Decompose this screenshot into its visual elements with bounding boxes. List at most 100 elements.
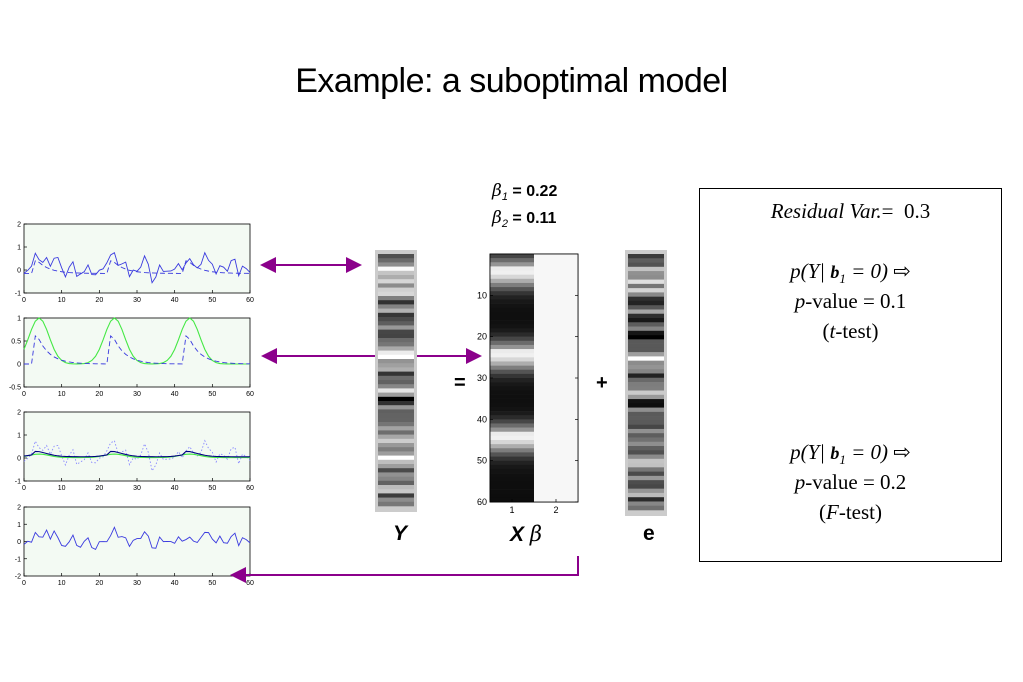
image-row	[628, 382, 664, 387]
matrix-cell	[490, 373, 534, 379]
arrow-e-to-residuals	[230, 556, 579, 583]
image-row	[628, 254, 664, 259]
y-tick-label: -1	[15, 479, 21, 486]
image-row	[628, 322, 664, 327]
image-row	[378, 443, 414, 448]
image-row	[628, 407, 664, 413]
matrix-cell	[490, 452, 534, 457]
image-row	[628, 399, 664, 404]
t-pvalue: p-value = 0.1	[794, 289, 907, 313]
plot-area	[23, 317, 251, 388]
t-hypothesis: p(Y| b1 = 0) ⇨	[790, 259, 911, 287]
image-row	[628, 433, 664, 438]
image-row	[378, 317, 414, 322]
image-row	[378, 472, 414, 477]
image-row	[378, 270, 414, 276]
matrix-y-tick-label: 30	[477, 373, 487, 383]
matrix-cell	[490, 435, 534, 441]
matrix-cell	[490, 386, 534, 391]
image-row	[378, 321, 414, 326]
image-row	[628, 488, 664, 494]
image-row	[628, 377, 664, 383]
image-row	[378, 333, 414, 339]
matrix-cell	[490, 291, 534, 296]
image-row	[378, 342, 414, 347]
image-row	[628, 480, 664, 485]
image-row	[378, 354, 414, 360]
image-row	[378, 451, 414, 456]
matrix-cell	[490, 485, 534, 490]
y-tick-label: 0.5	[11, 339, 21, 346]
matrix-x-tick-label: 1	[509, 505, 514, 515]
image-row	[628, 335, 664, 340]
image-row	[628, 300, 664, 306]
image-row	[628, 347, 664, 353]
image-row	[378, 426, 414, 431]
image-row	[628, 450, 664, 455]
matrix-cell	[490, 394, 534, 399]
y-tick-label: 2	[17, 410, 21, 417]
matrix-cell	[490, 448, 534, 453]
matrix-cell	[490, 398, 534, 404]
f-pvalue: p-value = 0.2	[794, 470, 907, 494]
image-row	[628, 369, 664, 374]
x-tick-label: 30	[133, 485, 141, 492]
x-tick-label: 20	[95, 391, 103, 398]
image-row	[378, 338, 414, 343]
image-row	[628, 475, 664, 481]
matrix-cell	[490, 423, 534, 428]
plot-area	[23, 506, 251, 577]
matrix-cell	[490, 287, 534, 292]
image-row	[628, 467, 664, 472]
matrix-cell	[490, 262, 534, 267]
x-tick-label: 40	[171, 580, 179, 587]
image-row	[378, 480, 414, 486]
image-row	[628, 318, 664, 323]
image-row	[628, 364, 664, 370]
matrix-cell	[490, 406, 534, 412]
image-row	[628, 262, 664, 268]
y-tick-label: -1	[15, 556, 21, 563]
image-row	[628, 394, 664, 400]
matrix-cell	[490, 419, 534, 424]
y-tick-label: 0	[17, 539, 21, 546]
matrix-cell	[490, 295, 534, 300]
matrix-cell	[490, 444, 534, 449]
image-row	[628, 258, 664, 263]
image-row	[628, 309, 664, 315]
image-row	[378, 371, 414, 377]
image-row	[628, 416, 664, 421]
image-row	[628, 266, 664, 272]
image-row	[628, 356, 664, 361]
image-row	[378, 438, 414, 444]
image-row	[378, 430, 414, 435]
image-row	[378, 401, 414, 406]
x-tick-label: 50	[208, 580, 216, 587]
image-row	[628, 283, 664, 289]
y-tick-label: 0	[17, 456, 21, 463]
image-row	[378, 291, 414, 297]
image-row	[378, 434, 414, 440]
matrix-y-tick-label: 10	[477, 290, 487, 300]
y-tick-label: 1	[17, 316, 21, 323]
image-row	[378, 417, 414, 423]
y-tick-label: 2	[17, 222, 21, 229]
image-row	[378, 363, 414, 368]
x-tick-label: 40	[171, 391, 179, 398]
label-x-beta: X β	[510, 522, 542, 546]
image-row	[378, 447, 414, 452]
image-row	[378, 346, 414, 351]
image-row	[378, 350, 414, 356]
image-row	[378, 455, 414, 461]
t-test-label: (t-test)	[822, 319, 879, 343]
image-row	[628, 497, 664, 502]
image-row	[378, 422, 414, 427]
e-residual-image	[625, 250, 667, 516]
image-row	[378, 375, 414, 381]
image-row	[628, 352, 664, 357]
x-tick-label: 0	[22, 297, 26, 304]
